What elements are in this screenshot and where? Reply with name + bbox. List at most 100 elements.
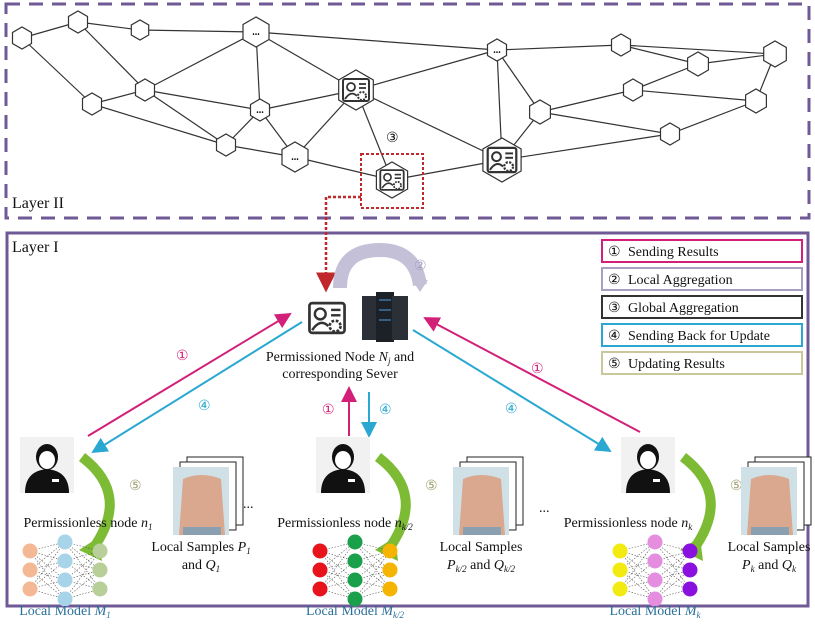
legend-item: ① Sending Results [601, 239, 803, 263]
user-icon [316, 437, 370, 493]
neuron [382, 562, 398, 578]
neuron [612, 543, 628, 559]
neuron [647, 591, 663, 607]
network-link [144, 89, 261, 111]
step-4-label: ④ [379, 403, 392, 418]
network-link [255, 31, 498, 51]
network-link [620, 44, 776, 55]
neuron [312, 543, 328, 559]
network-link [539, 111, 671, 135]
neuron [312, 562, 328, 578]
legend-number: ⑤ [608, 357, 621, 372]
neuron [92, 581, 108, 597]
layer-2-label: Layer II [12, 195, 64, 212]
step-4-label: ④ [198, 399, 211, 414]
neuron [382, 581, 398, 597]
ellipsis: ... [539, 501, 550, 516]
user-icon [20, 437, 74, 493]
local-samples-label: Local Samples [440, 540, 523, 555]
neuron [347, 572, 363, 588]
local-samples-images [741, 456, 812, 535]
step-5-label: ⑤ [730, 479, 743, 494]
network-link [496, 49, 541, 113]
blockchain-network: ............ [11, 10, 787, 199]
step-1-label: ① [531, 362, 544, 377]
local-model-label: Local Model M1 [19, 604, 111, 620]
neuron [682, 543, 698, 559]
step-4-label: ④ [505, 402, 518, 417]
svg-text:...: ... [252, 27, 260, 38]
legend: ① Sending Results ② Local Aggregation ③ Globa… [601, 239, 803, 375]
legend-label: Sending Results [628, 245, 719, 260]
network-link [501, 133, 671, 161]
neuron [22, 562, 38, 578]
step-2-label: ② [414, 259, 427, 274]
network-link [355, 49, 498, 91]
neuron [682, 562, 698, 578]
blockchain-node [67, 10, 89, 34]
blockchain-node [622, 78, 644, 102]
legend-number: ② [608, 273, 621, 288]
blockchain-node [11, 26, 33, 50]
blockchain-node [610, 33, 632, 57]
blockchain-node [528, 99, 552, 125]
neuron [682, 581, 698, 597]
layer-2-frame [4, 2, 811, 220]
svg-text:...: ... [493, 45, 501, 56]
update-arrow [78, 453, 115, 553]
neuron [347, 553, 363, 569]
network-link [91, 103, 227, 146]
local-samples-label: Local Samples P1 [151, 540, 250, 556]
neuron [612, 581, 628, 597]
step-3-label: ③ [386, 131, 399, 146]
legend-number: ① [608, 245, 621, 260]
legend-label: Sending Back for Update [628, 329, 770, 344]
send-arrow-1 [87, 312, 292, 437]
blockchain-node [134, 78, 156, 102]
blockchain-node [763, 40, 787, 68]
blockchain-node [659, 122, 681, 146]
permissioned-node [482, 137, 522, 183]
server-icon [362, 292, 408, 342]
permissioned-node [338, 69, 374, 111]
legend-label: Global Aggregation [628, 301, 739, 316]
neuron [92, 543, 108, 559]
neuron [347, 591, 363, 607]
user-icon [621, 437, 675, 493]
neuron [92, 562, 108, 578]
local-model-network [612, 534, 698, 607]
neuron [347, 534, 363, 550]
network-link [21, 37, 93, 105]
blockchain-node [744, 88, 768, 114]
network-link [697, 53, 776, 65]
legend-item: ⑤ Updating Results [601, 351, 803, 375]
legend-item: ④ Sending Back for Update [601, 323, 803, 347]
neuron [57, 572, 73, 588]
neuron [647, 553, 663, 569]
legend-label: Local Aggregation [628, 273, 733, 288]
legend-number: ③ [608, 301, 621, 316]
local-model-network [312, 534, 398, 607]
neuron [22, 543, 38, 559]
local-samples-label: and Q1 [182, 558, 220, 574]
step-5-label: ⑤ [425, 479, 438, 494]
legend-label: Updating Results [628, 357, 725, 372]
local-samples-label: Pk and Qk [741, 558, 797, 574]
legend-number: ④ [608, 329, 621, 344]
neuron [57, 553, 73, 569]
permissioned-node [375, 161, 409, 199]
svg-text:...: ... [291, 152, 299, 163]
permissionless-node-label: Permissionless node nk [564, 516, 693, 532]
blockchain-node [81, 92, 103, 116]
update-arrow [374, 453, 411, 553]
local-aggregation-arrow [333, 242, 427, 289]
blockchain-node [130, 19, 150, 41]
neuron [22, 581, 38, 597]
permissionless-node-label: Permissionless node nk/2 [277, 516, 413, 532]
network-link [669, 100, 757, 135]
local-model-label: Local Model Mk [609, 604, 701, 620]
